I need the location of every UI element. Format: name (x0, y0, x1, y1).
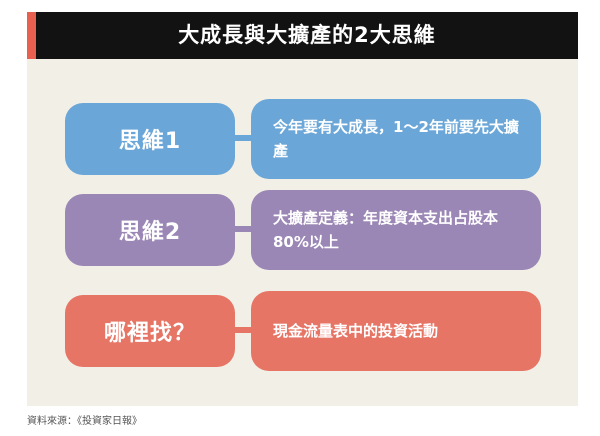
header-bar: 大成長與大擴產的2大思維 (27, 12, 578, 59)
diagram-panel: 思維1 今年要有大成長，1～2年前要先大擴產 思維2 大擴產定義：年度資本支出占… (27, 59, 578, 406)
description-box-1: 今年要有大成長，1～2年前要先大擴產 (251, 99, 541, 179)
header-accent (27, 12, 36, 59)
connector-2 (235, 226, 251, 232)
label-pill-2: 思維2 (65, 194, 235, 266)
description-box-3: 現金流量表中的投資活動 (251, 291, 541, 371)
description-text-1: 今年要有大成長，1～2年前要先大擴產 (273, 118, 519, 160)
label-pill-1: 思維1 (65, 103, 235, 175)
where-to-find-row: 哪裡找？ 現金流量表中的投資活動 (27, 291, 578, 371)
description-text-2: 大擴產定義：年度資本支出占股本80%以上 (273, 209, 499, 251)
connector-3 (235, 327, 251, 333)
thinking-row-1: 思維1 今年要有大成長，1～2年前要先大擴產 (27, 99, 578, 179)
page-title: 大成長與大擴產的2大思維 (178, 23, 436, 47)
thinking-row-2: 思維2 大擴產定義：年度資本支出占股本80%以上 (27, 190, 578, 270)
connector-1 (235, 135, 251, 141)
description-text-3: 現金流量表中的投資活動 (273, 322, 439, 340)
label-pill-3: 哪裡找？ (65, 295, 235, 367)
description-box-2: 大擴產定義：年度資本支出占股本80%以上 (251, 190, 541, 270)
source-note: 資料來源：《投資家日報》 (27, 416, 142, 427)
